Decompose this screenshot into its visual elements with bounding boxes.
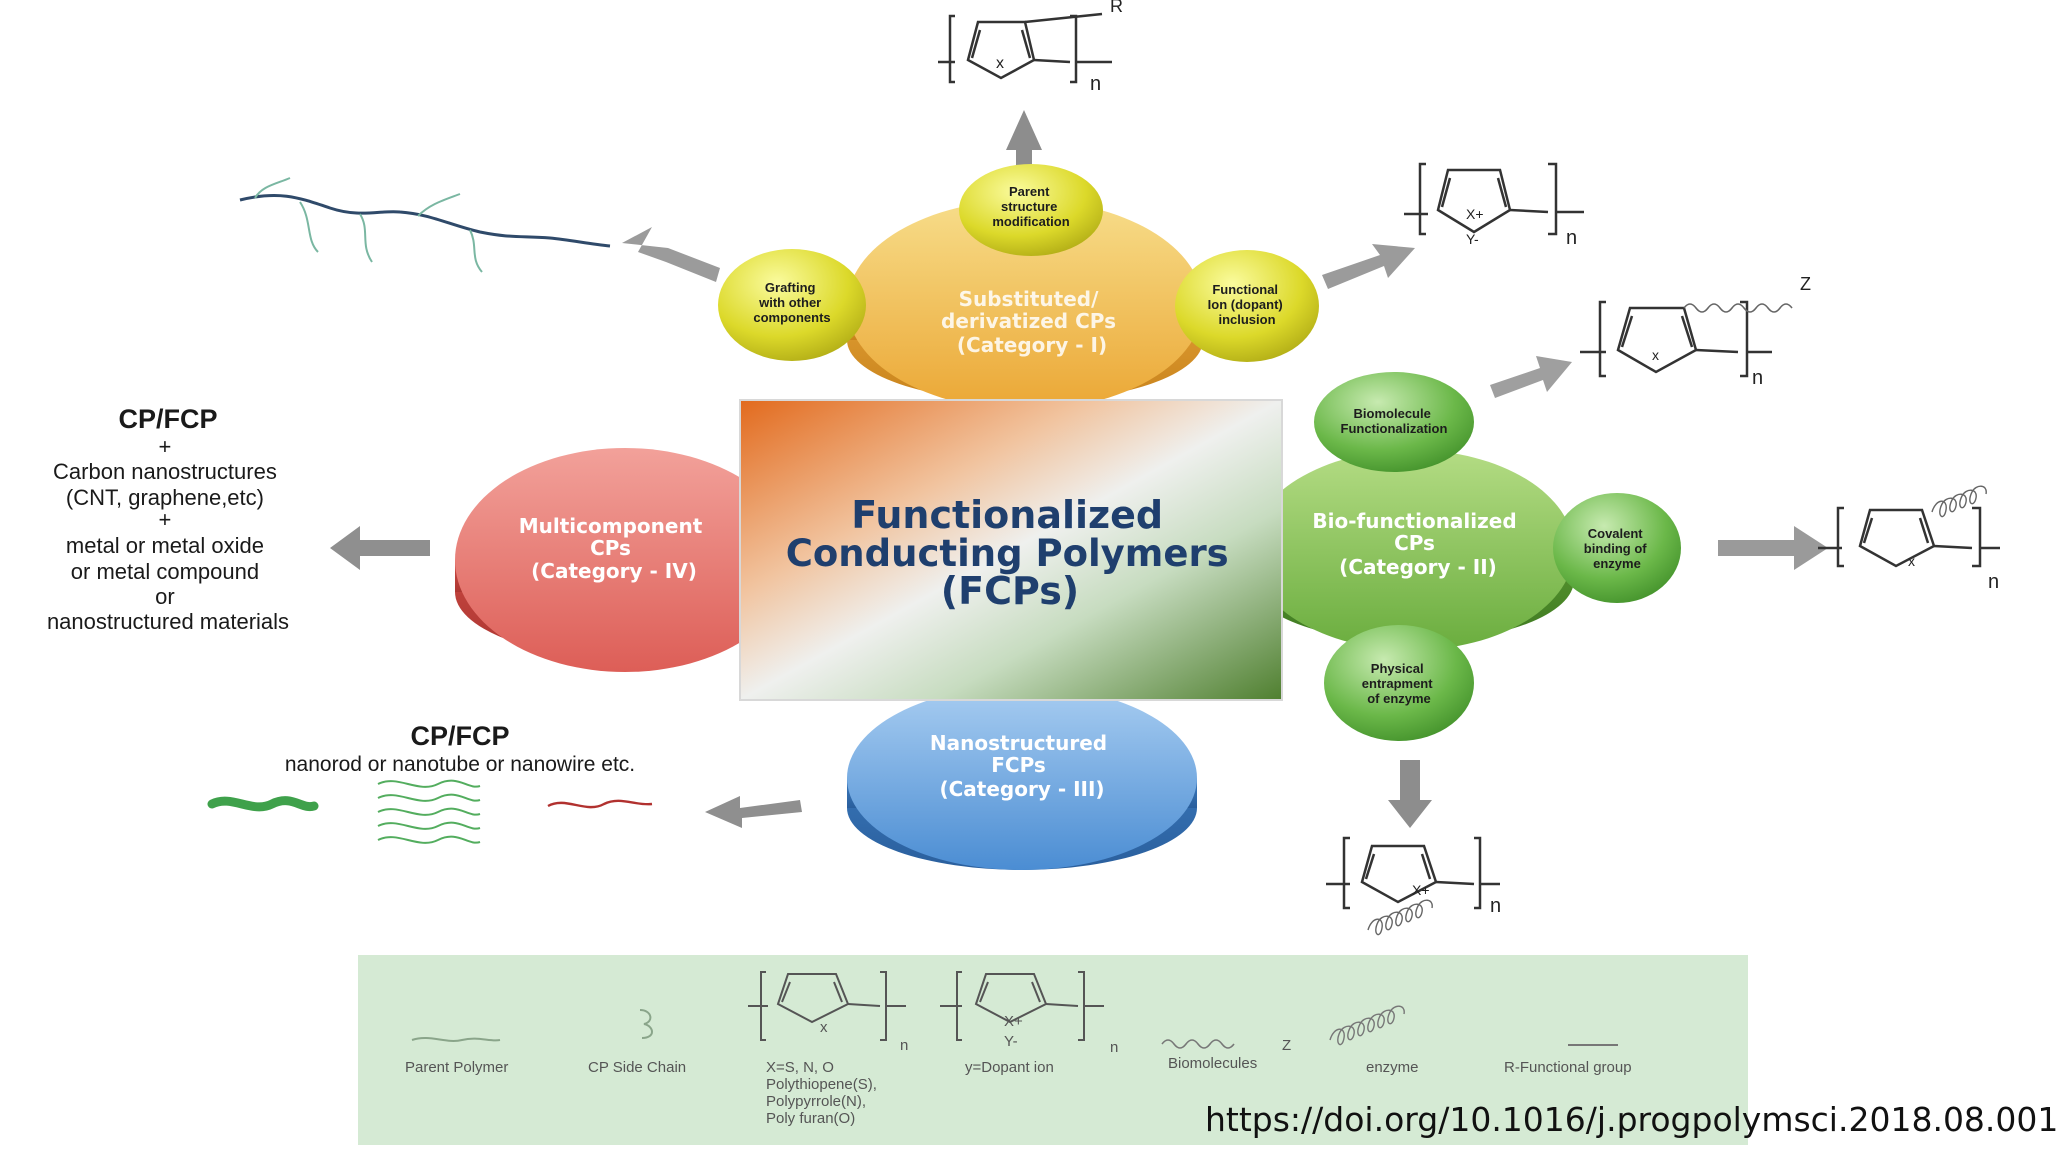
label-x-top: x bbox=[996, 55, 1004, 72]
legend-ring-n1: n bbox=[900, 1037, 908, 1054]
svg-text:Substituted/ derivatized: Substituted/ derivatized CPs (Category -… bbox=[941, 287, 1123, 357]
legend-z: Z bbox=[1282, 1037, 1291, 1054]
svg-text:Bio-functionalized CPs: Bio-functionalized CPs (Category - II) bbox=[1312, 509, 1523, 579]
label-z: Z bbox=[1800, 274, 1811, 294]
svg-text:X=S, N, O Polythiopene(S: X=S, N, O Polythiopene(S), Polypyrrole(N… bbox=[766, 1059, 881, 1127]
svg-text:Biomolecule Functionaliz: Biomolecule Functionalization bbox=[1341, 406, 1448, 436]
legend-enzyme: enzyme bbox=[1366, 1059, 1419, 1076]
svg-text:Functional Ion (dopant): Functional Ion (dopant) inclusion bbox=[1208, 282, 1287, 327]
center-title-2: Conducting Polymers bbox=[786, 532, 1229, 575]
arrow-right bbox=[1718, 526, 1828, 570]
category-iv-disc: Multicomponent CPs (Category - IV) bbox=[455, 448, 795, 672]
category-i-disc: Substituted/ derivatized CPs (Category -… bbox=[847, 200, 1203, 410]
label-n-bottom: n bbox=[1490, 895, 1501, 917]
arrow-lower-left bbox=[705, 796, 802, 828]
label-xplus-ur: X+ bbox=[1466, 206, 1484, 222]
cat3-line2: FCPs bbox=[991, 753, 1046, 777]
structure-top bbox=[938, 12, 1112, 84]
cat2-line2: CPs bbox=[1394, 531, 1435, 555]
label-n-ur: n bbox=[1566, 227, 1577, 249]
svg-text:Covalent binding of: Covalent binding of enzyme bbox=[1584, 526, 1650, 571]
label-x-enz: x bbox=[1908, 553, 1915, 569]
cat1-line3: (Category - I) bbox=[957, 333, 1107, 357]
label-n-enz: n bbox=[1988, 571, 1999, 593]
label-x-bio: x bbox=[1652, 347, 1659, 363]
satellite-covalent: Covalent binding of enzyme bbox=[1553, 493, 1681, 603]
cat4-line3: (Category - IV) bbox=[531, 559, 697, 583]
legend-ring-n2: n bbox=[1110, 1039, 1118, 1056]
satellite-functional-ion: Functional Ion (dopant) inclusion bbox=[1175, 250, 1319, 362]
legend-side-chain: CP Side Chain bbox=[588, 1059, 686, 1076]
structure-enzyme-covalent bbox=[1818, 485, 2000, 568]
cat1-line2: derivatized CPs bbox=[941, 309, 1116, 333]
nano-wiggles bbox=[207, 779, 653, 844]
grafted-chains bbox=[239, 177, 611, 273]
category-ii-disc: Bio-functionalized CPs (Category - II) bbox=[1250, 450, 1574, 650]
left-title: CP/FCP bbox=[118, 404, 217, 434]
arrow-left bbox=[330, 526, 430, 570]
cat2-line1: Bio-functionalized bbox=[1312, 509, 1516, 533]
legend-ring-xplus: X+ bbox=[1004, 1013, 1023, 1030]
cat2-line3: (Category - II) bbox=[1339, 555, 1497, 579]
arrow-right-upper bbox=[1490, 356, 1572, 398]
legend-dopant: y=Dopant ion bbox=[965, 1059, 1054, 1076]
arrow-upper-left bbox=[622, 227, 720, 282]
arrows bbox=[330, 110, 1828, 828]
arrow-down bbox=[1388, 760, 1432, 828]
center-panel: Functionalized Conducting Polymers (FCPs… bbox=[739, 399, 1283, 701]
svg-text:Nanostructured FCPs: Nanostructured FCPs (Category - III) bbox=[930, 731, 1114, 801]
bottom-left-text-block: CP/FCP nanorod or nanotube or nanowire e… bbox=[285, 721, 635, 776]
svg-text:Multicomponent CPs: Multicomponent CPs (Category - IV) bbox=[519, 514, 709, 583]
arrow-up bbox=[1006, 110, 1042, 185]
cat3-line3: (Category - III) bbox=[939, 777, 1104, 801]
satellite-physical: Physical entrapment of enzyme bbox=[1324, 625, 1474, 741]
center-title-1: Functionalized bbox=[851, 493, 1163, 537]
satellite-parent: Parent structure modification bbox=[959, 164, 1103, 256]
cat4-line2: CPs bbox=[590, 536, 631, 560]
bottom-left-title: CP/FCP bbox=[410, 721, 509, 751]
doi-link[interactable]: https://doi.org/10.1016/j.progpolymsci.2… bbox=[1205, 1100, 2058, 1139]
svg-text:+ Carbon nanostructures: + Carbon nanostructures (CNT, graphene,e… bbox=[47, 434, 289, 634]
bottom-left-subtitle: nanorod or nanotube or nanowire etc. bbox=[285, 753, 635, 776]
legend-x-line1: X=S, N, O bbox=[766, 1059, 834, 1076]
legend-x-line2: Polythiopene(S), bbox=[766, 1076, 877, 1093]
satellite-grafting: Grafting with other components bbox=[718, 249, 866, 361]
legend-r-group: R-Functional group bbox=[1504, 1059, 1632, 1076]
svg-text:Grafting with other: Grafting with other components bbox=[753, 280, 830, 325]
label-n-top: n bbox=[1090, 73, 1101, 95]
svg-text:Physical entrapment: Physical entrapment of enzyme bbox=[1362, 661, 1436, 706]
cat4-line1: Multicomponent bbox=[519, 514, 703, 538]
label-n-bio: n bbox=[1752, 367, 1763, 389]
satellite-biomolecule: Biomolecule Functionalization bbox=[1314, 372, 1474, 472]
svg-text:Functionalized Conductin: Functionalized Conducting Polymers (FCPs… bbox=[786, 493, 1235, 613]
label-r: R bbox=[1110, 0, 1123, 16]
cat1-line1: Substituted/ bbox=[959, 287, 1100, 311]
legend-parent-polymer: Parent Polymer bbox=[405, 1059, 508, 1076]
category-iii-disc: Nanostructured FCPs (Category - III) bbox=[847, 686, 1197, 870]
legend-biomolecules: Biomolecules bbox=[1168, 1055, 1257, 1072]
structure-doped bbox=[1404, 162, 1584, 236]
legend-ring-yminus: Y- bbox=[1004, 1033, 1018, 1050]
legend-box: Parent Polymer CP Side Chain x n X=S, N,… bbox=[358, 955, 1748, 1145]
structure-biomolecule bbox=[1580, 300, 1793, 378]
arrow-upper-right bbox=[1322, 244, 1415, 289]
cat3-line1: Nanostructured bbox=[930, 731, 1107, 755]
left-text-block: CP/FCP + Carbon nanostructures (CNT, gra… bbox=[47, 404, 289, 634]
label-xplus-bottom: X+ bbox=[1412, 882, 1430, 898]
center-title-3: (FCPs) bbox=[941, 569, 1079, 613]
svg-text:Parent structure m: Parent structure modification bbox=[992, 184, 1069, 229]
legend-ring-x: x bbox=[820, 1019, 828, 1036]
legend-x-line4: Poly furan(O) bbox=[766, 1110, 855, 1127]
structure-enzyme-entrapped bbox=[1326, 836, 1500, 936]
legend-x-line3: Polypyrrole(N), bbox=[766, 1093, 866, 1110]
label-yminus-ur: Y- bbox=[1466, 231, 1479, 247]
